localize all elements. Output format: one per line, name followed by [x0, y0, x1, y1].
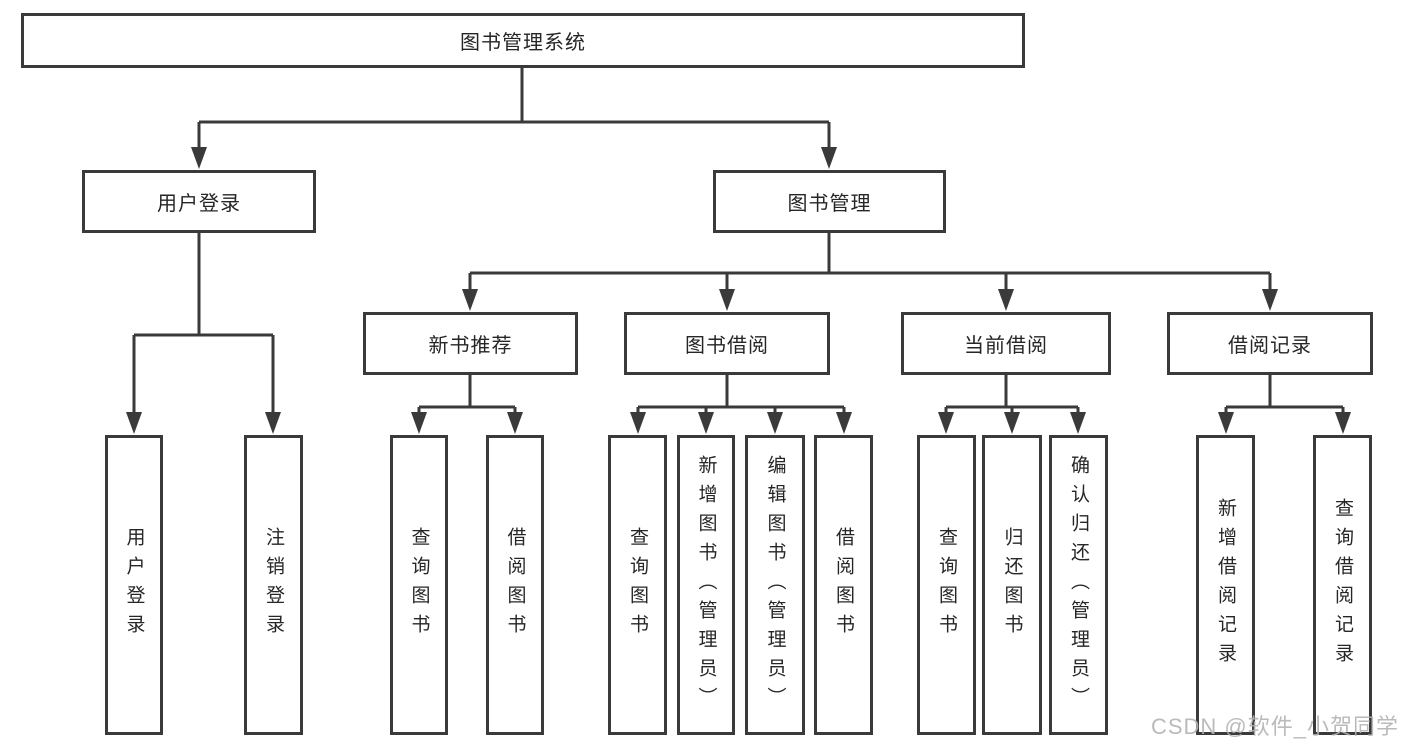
connector-root — [191, 68, 837, 169]
leaf-query-books-current: 查询图书 — [917, 435, 976, 735]
leaf-add-borrow-record: 新增借阅记录 — [1196, 435, 1255, 735]
leaf-return-book: 归还图书 — [982, 435, 1042, 735]
node-root: 图书管理系统 — [21, 13, 1025, 68]
leaf-query-borrow-record: 查询借阅记录 — [1313, 435, 1372, 735]
node-new-book-rec: 新书推荐 — [363, 312, 578, 375]
leaf-logout: 注销登录 — [244, 435, 303, 735]
connector-current-borrow — [938, 375, 1086, 434]
leaf-query-books-borrow: 查询图书 — [608, 435, 667, 735]
leaf-user-login: 用户登录 — [105, 435, 163, 735]
connector-new-book-rec — [411, 375, 523, 434]
node-book-borrow: 图书借阅 — [624, 312, 830, 375]
leaf-add-book-admin: 新增图书（管理员） — [677, 435, 735, 735]
connector-user-login — [126, 233, 281, 434]
node-current-borrow: 当前借阅 — [901, 312, 1111, 375]
leaf-confirm-return-admin: 确认归还（管理员） — [1049, 435, 1108, 735]
node-borrow-records: 借阅记录 — [1167, 312, 1373, 375]
connector-borrow-records — [1218, 375, 1351, 434]
node-user-login: 用户登录 — [82, 170, 316, 233]
connector-book-borrow — [630, 375, 852, 434]
leaf-borrow-books-borrow: 借阅图书 — [814, 435, 873, 735]
leaf-borrow-books-newrec: 借阅图书 — [486, 435, 544, 735]
csdn-watermark: CSDN @软件_小贺同学 — [1150, 714, 1399, 739]
leaf-query-books-newrec: 查询图书 — [390, 435, 448, 735]
leaf-edit-book-admin: 编辑图书（管理员） — [745, 435, 805, 735]
connector-book-mgmt — [462, 233, 1278, 311]
node-book-mgmt: 图书管理 — [713, 170, 946, 233]
